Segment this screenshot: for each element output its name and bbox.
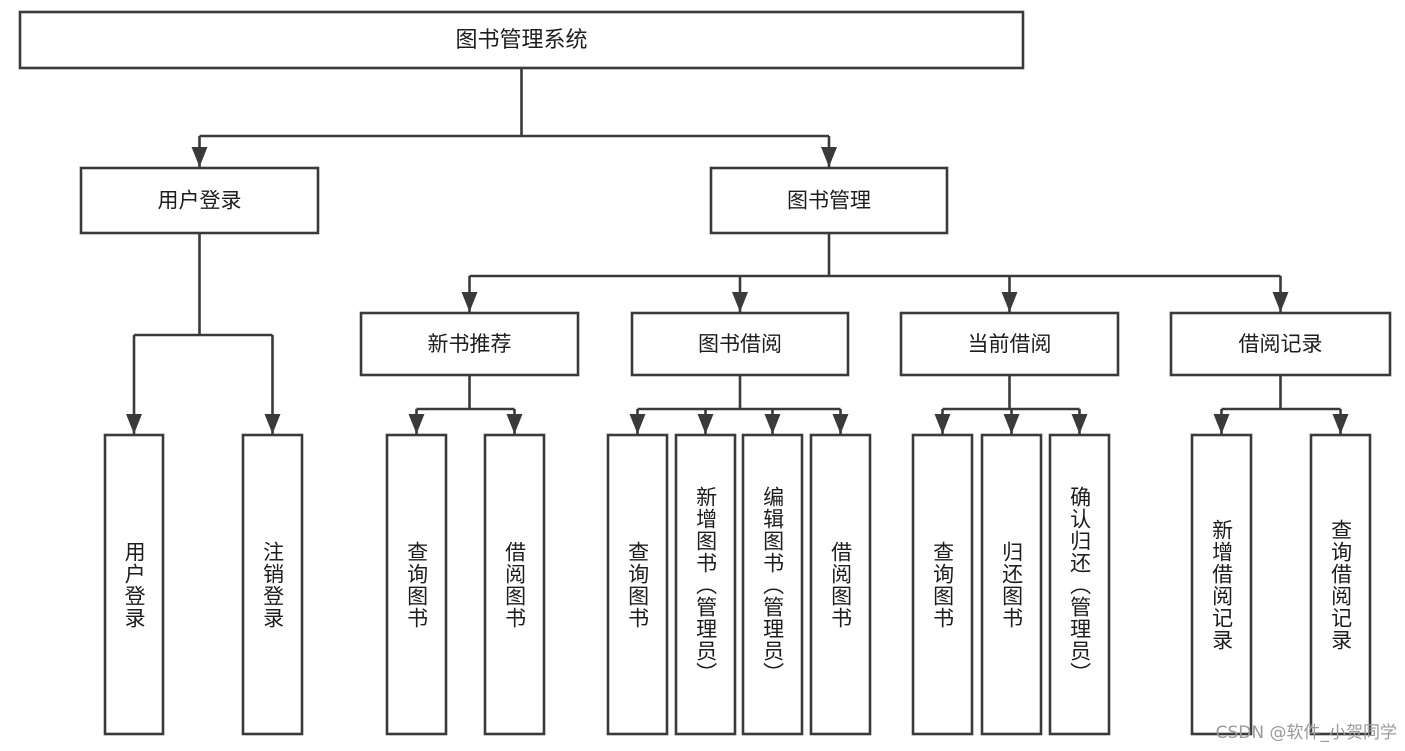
arrow-head-icon-leaf-1-0 bbox=[408, 414, 425, 434]
leaf-node-box-7[interactable] bbox=[809, 433, 872, 736]
arrow-head-icon-level1-0 bbox=[191, 147, 208, 167]
arrow-head-icon-level2-3 bbox=[1272, 292, 1289, 312]
level2-node-box-1[interactable] bbox=[630, 311, 850, 377]
level2-node-box-3[interactable] bbox=[1169, 311, 1392, 377]
level2-node-box-2[interactable] bbox=[899, 311, 1120, 377]
arrow-head-icon-level1-1 bbox=[821, 147, 837, 167]
arrow-head-icon-leaf-4-0 bbox=[1213, 414, 1230, 434]
level1-node-box-1[interactable] bbox=[709, 166, 949, 235]
arrow-head-icon-leaf-2-3 bbox=[832, 414, 849, 434]
arrow-head-icon-level2-0 bbox=[461, 292, 478, 312]
level2-node-label-0: 新书推荐 bbox=[428, 332, 512, 356]
level1-node-label-0: 用户登录 bbox=[158, 189, 242, 213]
leaf-node-box-4[interactable] bbox=[606, 433, 669, 736]
leaf-node-box-12[interactable] bbox=[1309, 433, 1372, 736]
leaf-node-box-11[interactable] bbox=[1190, 433, 1253, 736]
level2-node-label-1: 图书借阅 bbox=[698, 332, 782, 356]
arrow-head-icon-leaf-0-1 bbox=[264, 414, 281, 434]
level2-node-box-0[interactable] bbox=[359, 311, 580, 377]
arrow-head-icon-leaf-0-0 bbox=[126, 414, 142, 434]
arrow-head-icon-leaf-4-1 bbox=[1332, 414, 1349, 434]
boxes-layer bbox=[18, 10, 1392, 736]
arrow-head-icon-leaf-2-0 bbox=[629, 414, 646, 434]
root-node-box[interactable] bbox=[18, 10, 1025, 70]
arrow-head-icon-level2-2 bbox=[1001, 292, 1018, 312]
leaf-node-box-3[interactable] bbox=[483, 433, 546, 736]
leaf-node-box-10[interactable] bbox=[1048, 433, 1111, 736]
arrow-head-icon-leaf-2-1 bbox=[697, 414, 714, 434]
arrow-head-icon-leaf-3-1 bbox=[1003, 414, 1020, 434]
level2-node-label-3: 借阅记录 bbox=[1239, 332, 1323, 356]
leaf-node-box-5[interactable] bbox=[674, 433, 737, 736]
arrow-head-icon-leaf-3-0 bbox=[934, 414, 951, 434]
leaf-node-box-8[interactable] bbox=[911, 433, 974, 736]
watermark-text: CSDN @软件_小贺同学 bbox=[1215, 723, 1397, 743]
connectors-layer bbox=[126, 68, 1349, 434]
leaf-node-box-2[interactable] bbox=[385, 433, 448, 736]
leaf-node-box-6[interactable] bbox=[741, 433, 804, 736]
leaf-node-box-0[interactable] bbox=[103, 433, 165, 736]
arrow-head-icon-leaf-3-2 bbox=[1071, 414, 1088, 434]
arrow-head-icon-leaf-2-2 bbox=[764, 414, 781, 434]
arrow-head-icon-leaf-1-1 bbox=[506, 414, 523, 434]
level1-node-label-1: 图书管理 bbox=[787, 189, 871, 213]
leaf-node-box-9[interactable] bbox=[980, 433, 1043, 736]
level1-node-box-0[interactable] bbox=[79, 166, 320, 235]
root-node-label: 图书管理系统 bbox=[455, 28, 587, 53]
leaf-node-box-1[interactable] bbox=[241, 433, 304, 736]
arrow-head-icon-level2-1 bbox=[732, 292, 748, 312]
level2-node-label-2: 当前借阅 bbox=[968, 332, 1052, 356]
